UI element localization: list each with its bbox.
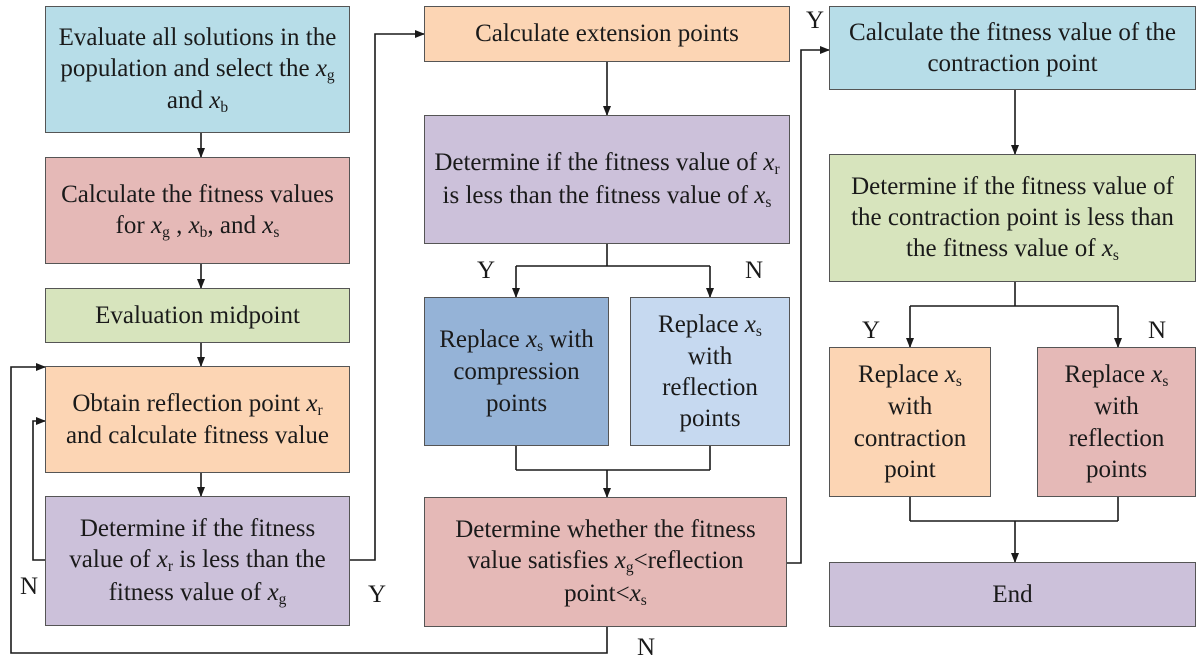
node-calc-fitness: Calculate the fitness values for xg , xb… bbox=[45, 157, 350, 264]
label-yes-determine4: Y bbox=[862, 317, 881, 344]
node-reflection-point: Obtain reflection point xr and calculate… bbox=[45, 366, 350, 473]
node-replace-compression: Replace xs with compression points bbox=[424, 297, 609, 446]
loop-no-determine1 bbox=[32, 417, 46, 561]
loop-no-determine3 bbox=[10, 363, 608, 654]
label-yes-determine1: Y bbox=[368, 581, 387, 608]
label-no-determine3: N bbox=[637, 634, 656, 661]
arrow-yes-to-contraction bbox=[787, 46, 830, 564]
node-extension-points: Calculate extension points bbox=[424, 6, 790, 62]
node-contraction-fitness: Calculate the fitness value of the contr… bbox=[829, 6, 1196, 90]
label-no-determine1: N bbox=[20, 573, 39, 600]
node-replace-reflection-1: Replace xs with reflection points bbox=[630, 297, 790, 446]
node-end: End bbox=[829, 562, 1196, 627]
arrow-yes-to-extension bbox=[350, 30, 425, 561]
node-determine-xr-xs: Determine if the fitness value of xr is … bbox=[424, 115, 790, 244]
node-evaluation-midpoint: Evaluation midpoint bbox=[45, 288, 350, 343]
node-determine-xr-xg: Determine if the fitness value of xr is … bbox=[45, 496, 350, 626]
node-determine-contraction: Determine if the fitness value of the co… bbox=[829, 154, 1196, 282]
label-yes-determine2: Y bbox=[477, 257, 496, 284]
node-evaluate-all: Evaluate all solutions in the population… bbox=[45, 6, 350, 133]
label-no-determine4: N bbox=[1148, 317, 1167, 344]
node-determine-satisfies: Determine whether the fitness value sati… bbox=[424, 497, 787, 627]
node-replace-reflection-2: Replace xs with reflection points bbox=[1037, 347, 1196, 497]
label-yes-determine3: Y bbox=[806, 7, 825, 34]
node-replace-contraction: Replace xs with contraction point bbox=[829, 347, 991, 497]
label-no-determine2: N bbox=[745, 257, 764, 284]
